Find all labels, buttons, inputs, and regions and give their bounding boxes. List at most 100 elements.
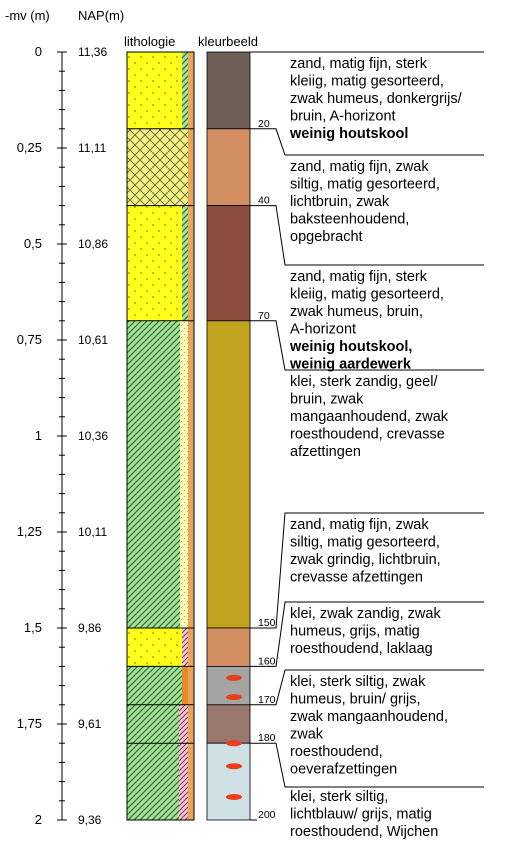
- lithology-strip: [182, 52, 188, 129]
- depth-label: 180: [258, 732, 276, 744]
- description-line: zwak humeus, donkergrijs/: [290, 91, 463, 107]
- lithology-strip: [182, 206, 188, 321]
- rust-mottle: [226, 675, 242, 681]
- lithology-header: lithologie: [124, 34, 175, 49]
- nap-tick-label: 10,11: [78, 525, 107, 539]
- colour-header: kleurbeeld: [198, 34, 258, 49]
- rust-mottle: [226, 794, 242, 800]
- description-line: klei, sterk siltig,: [290, 789, 388, 805]
- description-line: roesthoudend,: [290, 744, 383, 760]
- description-emphasis: weinig houtskool,: [289, 339, 412, 355]
- lithology-edge-strip: [188, 129, 194, 206]
- colour-unit: [207, 206, 250, 321]
- nap-axis-title: NAP(m): [78, 8, 124, 23]
- colour-unit: [207, 628, 250, 666]
- lithology-unit: [127, 705, 188, 743]
- description-line: oeverafzettingen: [290, 762, 397, 778]
- nap-tick-label: 10,61: [78, 333, 108, 347]
- description-line: klei, sterk zandig, geel/: [290, 374, 438, 390]
- lithology-unit: [127, 129, 188, 206]
- depth-tick-label: 1,75: [17, 716, 42, 731]
- lithology-strip: [182, 628, 188, 666]
- nap-tick-label: 9,36: [78, 813, 102, 827]
- description-line: siltig, matig gesorteerd,: [290, 535, 440, 551]
- lithology-strip: [179, 705, 188, 743]
- depth-tick-label: 2: [35, 812, 42, 827]
- depth-tick-label: 1,5: [24, 620, 42, 635]
- nap-tick-label: 10,86: [78, 237, 108, 251]
- description-line: A-horizont: [290, 322, 356, 338]
- lithology-edge-strip: [188, 206, 194, 321]
- rust-mottle: [226, 763, 242, 769]
- rust-mottle: [226, 694, 242, 700]
- depth-tick-label: 0: [35, 44, 42, 59]
- lithology-edge-strip: [188, 628, 194, 666]
- colour-unit: [207, 52, 250, 129]
- description-line: afzettingen: [290, 444, 361, 460]
- description-line: baksteenhoudend,: [290, 212, 409, 228]
- nap-tick-label: 10,36: [78, 429, 108, 443]
- description-line: klei, sterk siltig, zwak: [290, 674, 426, 690]
- depth-label: 160: [258, 655, 276, 667]
- depth-label: 170: [258, 694, 276, 706]
- depth-label: 20: [258, 118, 270, 130]
- description-line: lichtblauw/ grijs, matig: [290, 807, 432, 823]
- depth-label: 70: [258, 310, 270, 322]
- nap-tick-label: 9,61: [78, 717, 102, 731]
- lithology-unit: [127, 666, 188, 704]
- colour-unit: [207, 321, 250, 628]
- lithology-unit: [127, 206, 188, 321]
- colour-unit: [207, 129, 250, 206]
- depth-tick-label: 0,25: [17, 140, 42, 155]
- description-line: mangaanhoudend, zwak: [290, 409, 449, 425]
- depth-label: 200: [258, 809, 276, 821]
- nap-tick-label: 9,86: [78, 621, 102, 635]
- description-line: kleiig, matig gesorteerd,: [290, 74, 444, 90]
- nap-tick-label: 11,36: [78, 45, 107, 59]
- lithology-unit: [127, 743, 188, 820]
- nap-tick-label: 11,11: [78, 141, 107, 155]
- description-line: siltig, matig gesorteerd,: [290, 177, 440, 193]
- depth-axis-title: -mv (m): [5, 8, 50, 23]
- lithology-edge-strip: [188, 705, 194, 743]
- colour-unit: [207, 705, 250, 743]
- description-line: zand, matig fijn, zwak: [290, 517, 429, 533]
- description-line: crevasse afzettingen: [290, 570, 423, 586]
- lithology-unit: [127, 321, 188, 628]
- lithology-edge-strip: [188, 743, 194, 820]
- description-line: kleiig, matig gesorteerd,: [290, 287, 444, 303]
- lithology-unit: [127, 628, 188, 666]
- lithology-strip: [179, 743, 188, 820]
- description-line: roesthoudend, laklaag: [290, 641, 433, 657]
- lithology-edge-strip: [188, 321, 194, 628]
- depth-label: 150: [258, 617, 276, 629]
- depth-tick-label: 1,25: [17, 524, 42, 539]
- description-line: zwak humeus, bruin,: [290, 304, 423, 320]
- description-line: zwak grindig, lichtbruin,: [290, 552, 441, 568]
- description-line: zwak: [290, 727, 324, 743]
- rust-mottle: [226, 740, 242, 746]
- lithology-edge-strip: [188, 52, 194, 129]
- description-line: opgebracht: [290, 229, 363, 245]
- description-emphasis: weinig aardewerk: [289, 357, 412, 373]
- lithology-column: [127, 52, 194, 820]
- description-line: zand, matig fijn, sterk: [290, 269, 428, 285]
- description-line: zand, matig fijn, zwak: [290, 159, 429, 175]
- description-line: humeus, bruin/ grijs,: [290, 692, 421, 708]
- colour-unit: [207, 743, 250, 820]
- depth-label: 40: [258, 195, 270, 207]
- description-line: zwak mangaanhoudend,: [290, 709, 448, 725]
- layer-descriptions: zand, matig fijn, sterk kleiig, matig ges…: [289, 56, 463, 840]
- description-line: bruin, A-horizont: [290, 109, 396, 125]
- lithology-edge-strip: [188, 666, 194, 704]
- description-emphasis: weinig houtskool: [289, 126, 408, 142]
- depth-labels: 20 40 70 150 160 170 180 200: [258, 118, 276, 821]
- lithology-strip: [180, 321, 188, 628]
- depth-tick-label: 0,5: [24, 236, 42, 251]
- lithology-strip: [182, 129, 188, 206]
- depth-tick-label: 1: [35, 428, 42, 443]
- description-line: zand, matig fijn, sterk: [290, 56, 428, 72]
- description-line: klei, zwak zandig, zwak: [290, 606, 441, 622]
- description-line: roesthoudend, crevasse: [290, 427, 445, 443]
